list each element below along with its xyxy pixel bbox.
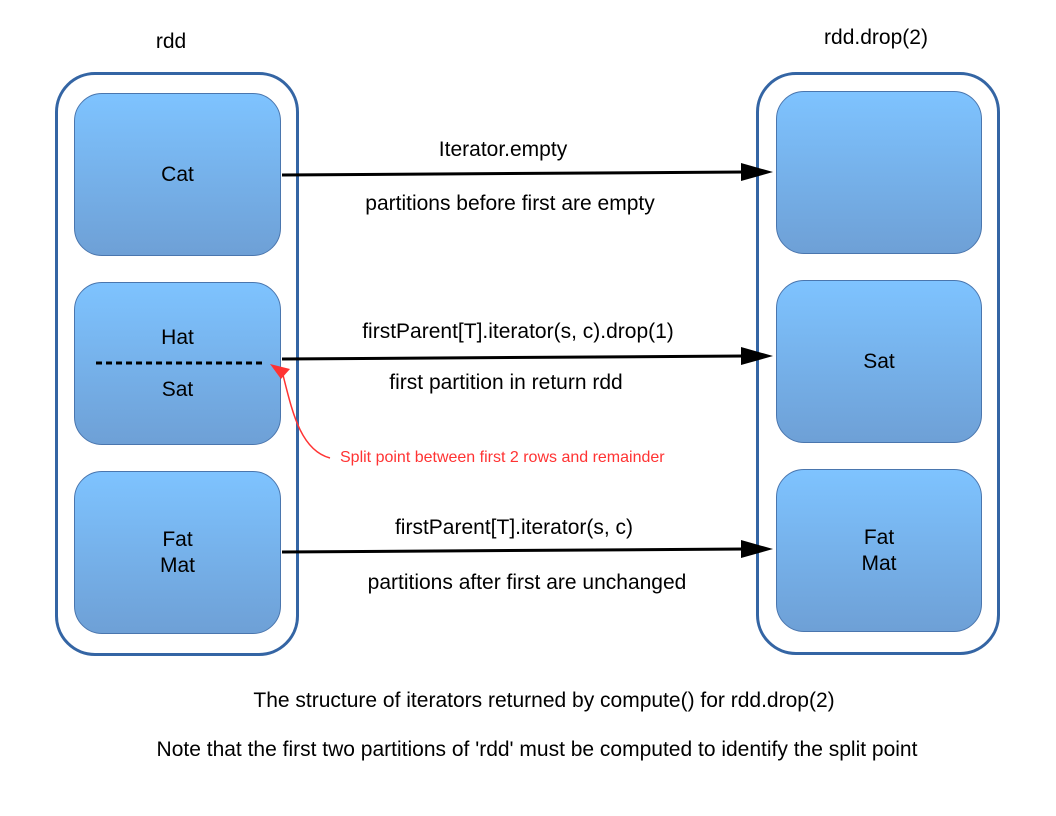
right-partition-3: Fat Mat — [776, 469, 982, 632]
left-partition-1-rows: Cat — [161, 162, 194, 186]
arrow-2-label-below: first partition in return rdd — [389, 371, 623, 394]
split-note-arrowhead — [270, 364, 290, 379]
right-partition-1 — [776, 91, 982, 254]
row-sat: Sat — [161, 377, 194, 401]
right-rdd-title: rdd.drop(2) — [824, 26, 928, 49]
arrow-3-line — [281, 547, 746, 554]
arrow-1-line — [281, 170, 746, 177]
diagram-caption: The structure of iterators returned by c… — [253, 689, 835, 712]
arrow-1-head — [741, 163, 773, 181]
left-partition-3-rows: Fat Mat — [159, 527, 195, 577]
right-partition-2: Sat — [776, 280, 982, 443]
left-partition-1: Cat — [74, 93, 281, 256]
right-partition-2-rows: Sat — [863, 349, 895, 373]
diagram-note: Note that the first two partitions of 'r… — [156, 738, 918, 761]
row-hat: Hat — [161, 325, 194, 349]
arrow-2-label-above: firstParent[T].iterator(s, c).drop(1) — [362, 320, 674, 343]
split-point-note: Split point between first 2 rows and rem… — [340, 449, 665, 466]
split-note-arrow — [282, 374, 331, 459]
left-partition-2-rows: Hat Sat — [161, 299, 194, 429]
left-rdd-title: rdd — [155, 30, 187, 53]
right-partition-3-rows: Fat Mat — [861, 525, 897, 575]
arrow-1-label-below: partitions before first are empty — [365, 192, 655, 215]
arrow-2-line — [281, 354, 746, 361]
arrow-3-label-below: partitions after first are unchanged — [367, 571, 687, 594]
arrow-1-label-above: Iterator.empty — [438, 138, 568, 161]
arrow-3-head — [741, 540, 773, 558]
left-partition-3: Fat Mat — [74, 471, 281, 634]
arrow-2-head — [741, 347, 773, 365]
arrow-3-label-above: firstParent[T].iterator(s, c) — [394, 516, 634, 539]
